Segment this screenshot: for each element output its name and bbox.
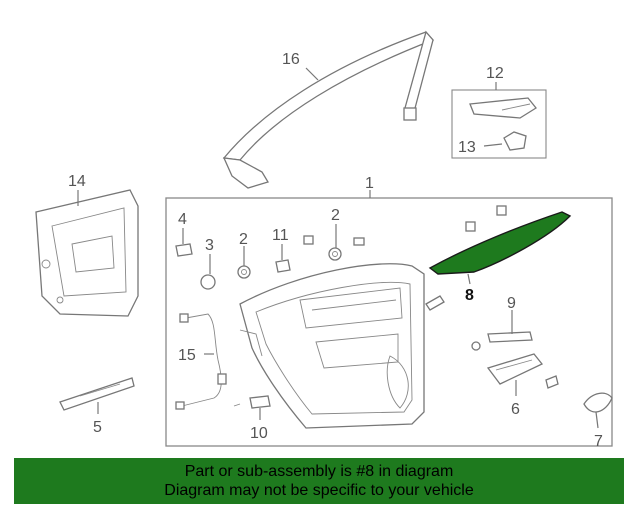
banner-line-1: Part or sub-assembly is #8 in diagram [184,463,454,480]
callout-2b: 2 [331,207,340,224]
callout-4: 4 [178,211,187,228]
part-5-bracket[interactable] [59,377,135,411]
info-banner: Part or sub-assembly is #8 in diagram Di… [14,458,624,504]
part-2-clip-a[interactable] [237,265,251,279]
part-3-plug[interactable] [200,274,216,290]
callouts: 16 12 13 14 1 4 3 2 11 2 8 9 15 6 5 10 7 [68,51,603,450]
callout-11: 11 [272,227,289,244]
callout-6: 6 [511,401,520,418]
callout-5: 5 [93,419,102,436]
part-8-highlighted[interactable] [428,211,572,275]
callout-7: 7 [594,433,603,450]
callout-16: 16 [282,51,300,68]
leader-lines [77,67,599,429]
part-4-clip[interactable] [175,243,193,257]
part-6-handle[interactable] [486,353,559,389]
callout-14: 14 [68,173,86,190]
callout-8: 8 [465,287,474,304]
part-11-clip[interactable] [275,259,291,273]
part-12-box [451,89,547,159]
part-13-clip[interactable] [503,131,527,151]
callout-1: 1 [365,175,374,192]
part-14-door-panel[interactable] [35,189,139,317]
part-7-cap[interactable] [583,392,613,413]
callout-10: 10 [250,425,268,442]
callout-13: 13 [458,139,476,156]
door-bolt [425,295,445,311]
banner-line-2: Diagram may not be specific to your vehi… [164,482,474,499]
callout-9: 9 [507,295,516,312]
part-12-garnish[interactable] [469,97,537,119]
small-fasteners [303,205,507,246]
part-16-window-frame[interactable] [222,30,435,189]
assembly-frame [165,197,613,447]
callout-3: 3 [205,237,214,254]
part-9-bracket[interactable] [471,331,533,351]
part-15-harness[interactable] [175,313,227,410]
door-trim-panel[interactable] [239,263,425,429]
part-10-clip[interactable] [233,395,271,409]
callout-2a: 2 [239,231,248,248]
part-2-clip-b[interactable] [328,247,342,261]
callout-12: 12 [486,65,504,82]
callout-15: 15 [178,347,196,364]
parts-diagram: 16 12 13 14 1 4 3 2 11 2 8 9 15 6 5 10 7 [35,30,613,450]
